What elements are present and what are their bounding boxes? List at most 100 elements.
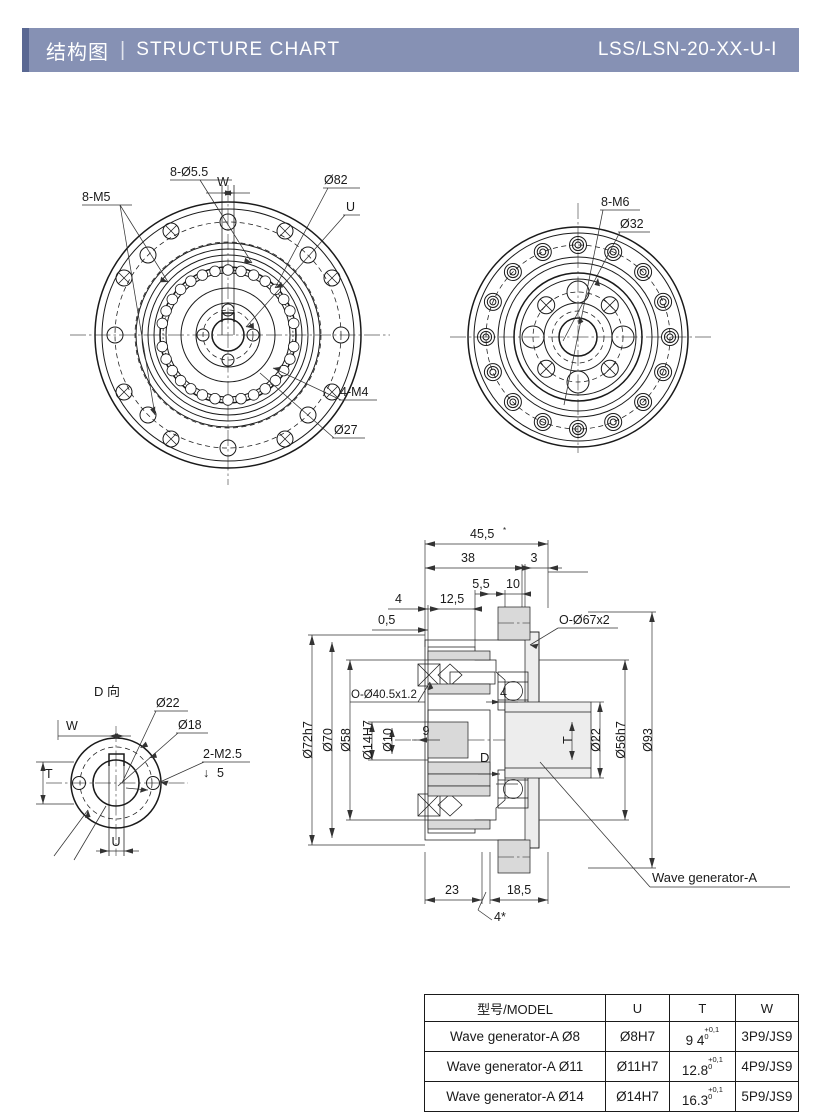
label-8-dia5.5: 8-Ø5.5 bbox=[170, 165, 208, 179]
label-dia32: Ø32 bbox=[620, 217, 644, 231]
dim-dia70: Ø70 bbox=[321, 728, 335, 752]
outer-edge-2 bbox=[473, 232, 683, 442]
dim-overall-value: 45,5 bbox=[470, 527, 494, 541]
bolt-pitch-circle-inner bbox=[134, 241, 322, 429]
socket-pitch-circle bbox=[485, 244, 671, 430]
d-direction-view: D 向 W T U Ø22 Ø18 2-M2.5 ↓ 5 bbox=[36, 678, 276, 863]
cross-section-view: 45,5 * 38 3 5,5 10 4 12,5 0,5 bbox=[300, 512, 820, 937]
dim-10-value: 10 bbox=[506, 577, 520, 591]
label-depth-value: 5 bbox=[217, 766, 224, 780]
cell-t-tol-lower: 0 bbox=[708, 1092, 713, 1101]
bottom-dims: 23 18,5 4* bbox=[424, 852, 549, 924]
label-key-t: T bbox=[45, 767, 53, 781]
ring-64 bbox=[513, 272, 643, 402]
label-dia22: Ø22 bbox=[156, 696, 180, 710]
outer-edge bbox=[467, 226, 689, 448]
dim-4-value: 4 bbox=[395, 592, 402, 606]
dim-dia56h7: Ø56h7 bbox=[614, 721, 628, 759]
table-header-w: W bbox=[734, 994, 800, 1022]
header-bar: 结构图 | STRUCTURE CHART LSS/LSN-20-XX-U-I bbox=[22, 28, 799, 72]
table-header-u: U bbox=[605, 994, 670, 1022]
cell-u: Ø8H7 bbox=[605, 1021, 670, 1052]
label-keyway-w: W bbox=[66, 719, 78, 733]
title-separator: | bbox=[120, 38, 126, 61]
dim-05-value: 0,5 bbox=[378, 613, 395, 627]
label-bore-u: U bbox=[346, 200, 355, 214]
dim-dia72h7: Ø72h7 bbox=[301, 721, 315, 759]
bolt-pitch-circle-outer bbox=[114, 221, 342, 449]
ring-58 bbox=[519, 278, 637, 396]
label-dia18: Ø18 bbox=[178, 718, 202, 732]
dim-3-value: 3 bbox=[531, 551, 538, 565]
annot-inner-4: 4 bbox=[500, 686, 507, 700]
ring-74 bbox=[153, 260, 303, 410]
dim-9-value: 9 bbox=[423, 724, 430, 738]
cell-t-value: 9 4 bbox=[685, 1032, 705, 1048]
dim-dia14h7: Ø14H7 bbox=[361, 720, 375, 760]
label-dia27: Ø27 bbox=[334, 423, 358, 437]
d-view-title: D 向 bbox=[94, 684, 120, 699]
cell-t-value: 16.3 bbox=[681, 1092, 709, 1108]
dim-125-value: 12,5 bbox=[440, 592, 464, 606]
rear-circular-view: 8-M6 Ø32 bbox=[440, 185, 720, 455]
cell-model: Wave generator-A Ø11 bbox=[423, 1051, 607, 1082]
cell-t-tol-upper: +0,1 bbox=[708, 1054, 723, 1064]
center-bore bbox=[211, 318, 245, 352]
dim-dia93: Ø93 bbox=[641, 728, 655, 752]
ring-92 bbox=[135, 242, 321, 428]
label-bore-u: U bbox=[111, 835, 120, 849]
cell-model: Wave generator-A Ø14 bbox=[423, 1081, 607, 1112]
m25-hole-left bbox=[72, 776, 86, 790]
label-4-m4: 4-M4 bbox=[340, 385, 369, 399]
annot-d-mark: D bbox=[480, 750, 489, 765]
label-keyway-w: W bbox=[217, 175, 229, 189]
cell-w: 5P9/JS9 bbox=[734, 1081, 800, 1112]
flange-pitch bbox=[79, 746, 153, 820]
cell-w: 3P9/JS9 bbox=[734, 1021, 800, 1052]
cell-t-value: 12.8 bbox=[681, 1062, 709, 1078]
dim-dia22: Ø22 bbox=[589, 728, 603, 752]
hub-outer bbox=[180, 287, 276, 383]
label-8-m6: 8-M6 bbox=[601, 195, 630, 209]
table-header-t: T bbox=[668, 994, 736, 1022]
cell-w: 4P9/JS9 bbox=[734, 1051, 800, 1082]
right-vertical-dims: T Ø22 Ø56h7 Ø93 bbox=[539, 611, 656, 869]
dim-key-t: T bbox=[561, 736, 575, 744]
outer-flange-inner bbox=[101, 208, 355, 462]
cell-u: Ø11H7 bbox=[605, 1051, 670, 1082]
label-dia82: Ø82 bbox=[324, 173, 348, 187]
dim-38-value: 38 bbox=[461, 551, 475, 565]
ring-74 bbox=[503, 262, 653, 412]
cell-model: Wave generator-A Ø8 bbox=[423, 1021, 607, 1052]
dim-23-value: 23 bbox=[445, 883, 459, 897]
left-vertical-dims: Ø72h7 Ø70 Ø58 Ø14H7 Ø10 9 bbox=[301, 634, 440, 846]
page-title-cn: 结构图 bbox=[46, 39, 109, 64]
annot-oring-405: O-Ø40.5x1.2 bbox=[351, 689, 417, 701]
center-bore bbox=[558, 317, 598, 357]
cell-u: Ø14H7 bbox=[605, 1081, 670, 1112]
annot-oring-67: O-Ø67x2 bbox=[559, 613, 610, 627]
outer-flange-circle bbox=[94, 201, 362, 469]
model-code-label: LSS/LSN-20-XX-U-I bbox=[597, 39, 777, 60]
hub-mid bbox=[195, 302, 261, 368]
dim-dia58: Ø58 bbox=[339, 728, 353, 752]
page-title-en: STRUCTURE CHART bbox=[136, 39, 341, 60]
header-accent-bar bbox=[22, 28, 29, 72]
front-circular-view: W 8-Ø5.5 8-M5 Ø82 U 4-M4 Ø27 bbox=[60, 155, 400, 485]
dim-overall-star: * bbox=[503, 526, 506, 535]
ring-80 bbox=[147, 254, 309, 416]
depth-symbol-icon: ↓ bbox=[203, 766, 209, 780]
annot-wave-generator: Wave generator-A bbox=[652, 870, 757, 885]
dim-dia10: Ø10 bbox=[381, 728, 395, 752]
cell-t-tol-upper: +0,1 bbox=[704, 1024, 720, 1034]
hub-pitch bbox=[202, 309, 254, 361]
cell-t-tol-lower: 0 bbox=[704, 1032, 709, 1041]
label-8-m5: 8-M5 bbox=[82, 190, 111, 204]
dim-185-value: 18,5 bbox=[507, 883, 531, 897]
hub-hole-group bbox=[196, 303, 260, 367]
